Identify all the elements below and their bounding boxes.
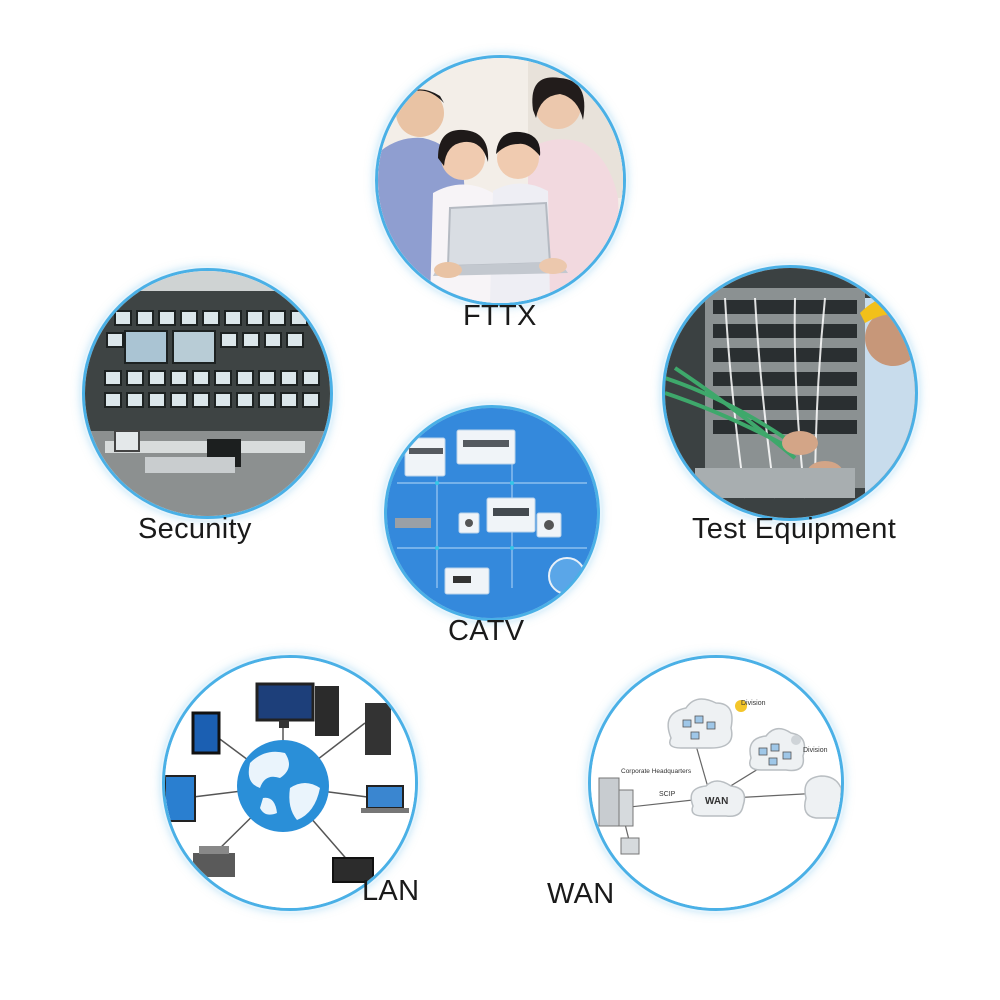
wan-protocol-label: SCIP xyxy=(659,791,676,798)
catv-label: CATV xyxy=(448,615,525,647)
family-laptop-illustration xyxy=(378,58,623,303)
wan-division-right: Division xyxy=(803,747,828,754)
cctv-monitor-wall-illustration xyxy=(85,271,330,516)
wan-label: WAN xyxy=(547,878,615,910)
catv-network-diagram-illustration xyxy=(387,408,597,618)
lan-globe-devices-illustration xyxy=(165,658,415,908)
wan-photo: Division Division Corporate Headquarters… xyxy=(588,655,844,911)
wan-cloud-label: WAN xyxy=(705,796,728,807)
wan-network-diagram-illustration: Division Division Corporate Headquarters… xyxy=(591,658,841,908)
security-label: Secunity xyxy=(138,513,252,545)
security-photo xyxy=(82,268,333,519)
network-rack-cabling-illustration xyxy=(665,268,915,518)
test-equipment-photo xyxy=(662,265,918,521)
fttx-label: FTTX xyxy=(463,300,537,332)
wan-corporate-label: Corporate Headquarters xyxy=(621,768,692,775)
wan-division-top: Division xyxy=(741,700,766,707)
fttx-photo xyxy=(375,55,626,306)
lan-label: LAN xyxy=(362,875,420,907)
lan-photo xyxy=(162,655,418,911)
test-equipment-label: Test Equipment xyxy=(692,513,897,545)
catv-photo xyxy=(384,405,600,621)
